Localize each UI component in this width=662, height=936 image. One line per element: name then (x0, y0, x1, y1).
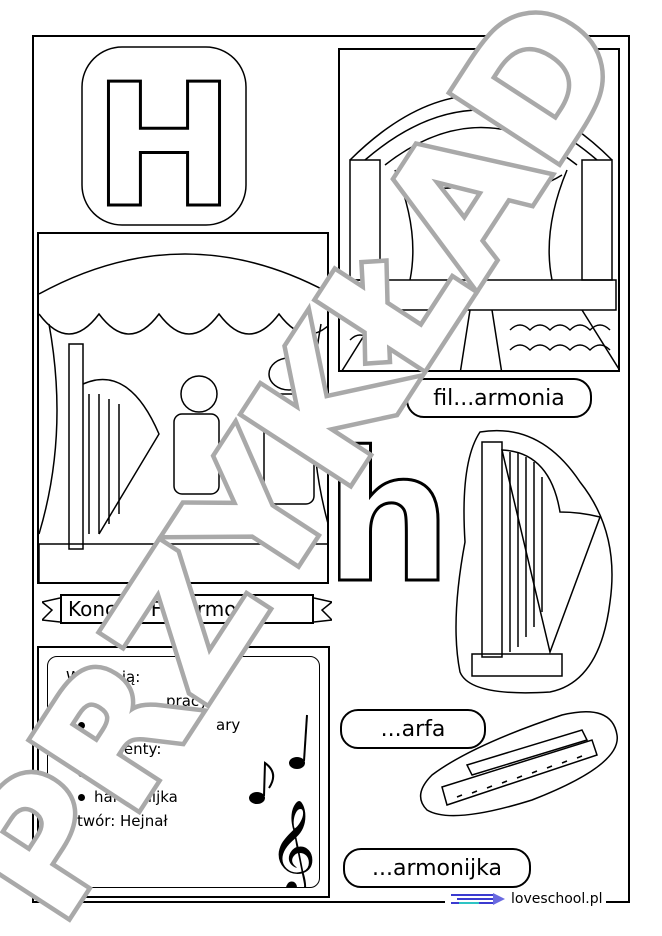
letter-H: H (93, 48, 235, 227)
piece-line: Utwór: Hejnał (66, 812, 168, 830)
letter-H-outline: H (81, 46, 247, 227)
label-filharmonia: fil...armonia (406, 378, 592, 418)
page-frame (32, 35, 630, 903)
letter-h: h (338, 420, 448, 590)
concert-banner: Koncert Filharmonii (42, 592, 332, 628)
concert-info-box: Wystąpią: pracy ary Instrumenty: harfa h… (37, 646, 330, 898)
treble-clef-icon: 𝄞 (269, 799, 316, 888)
label-harmonijka: ...armonijka (343, 848, 531, 888)
letter-h-outline: h (338, 420, 448, 590)
brand-footer[interactable]: loveschool.pl (445, 891, 607, 907)
performer-item: ary (66, 713, 301, 737)
arrow-logo-icon (451, 893, 505, 905)
music-notes-icon: 𝄞 (249, 714, 316, 888)
performers-heading: Wystąpią: (66, 668, 141, 686)
harmonica-picture (419, 711, 618, 817)
label-harfa: ...arfa (340, 709, 486, 749)
brand-name[interactable]: loveschool.pl (511, 891, 603, 907)
theatre-stage-picture (338, 48, 620, 372)
banner-title: Koncert Filharmonii (60, 594, 314, 624)
performer-item: pracy (66, 689, 301, 713)
instrument-item: harmonijka (66, 785, 301, 809)
concert-harp-harmonica-picture (37, 232, 329, 584)
instrument-item: harfa (66, 761, 301, 785)
harp-picture (455, 429, 613, 694)
instruments-heading: Instrumenty: (66, 740, 162, 758)
